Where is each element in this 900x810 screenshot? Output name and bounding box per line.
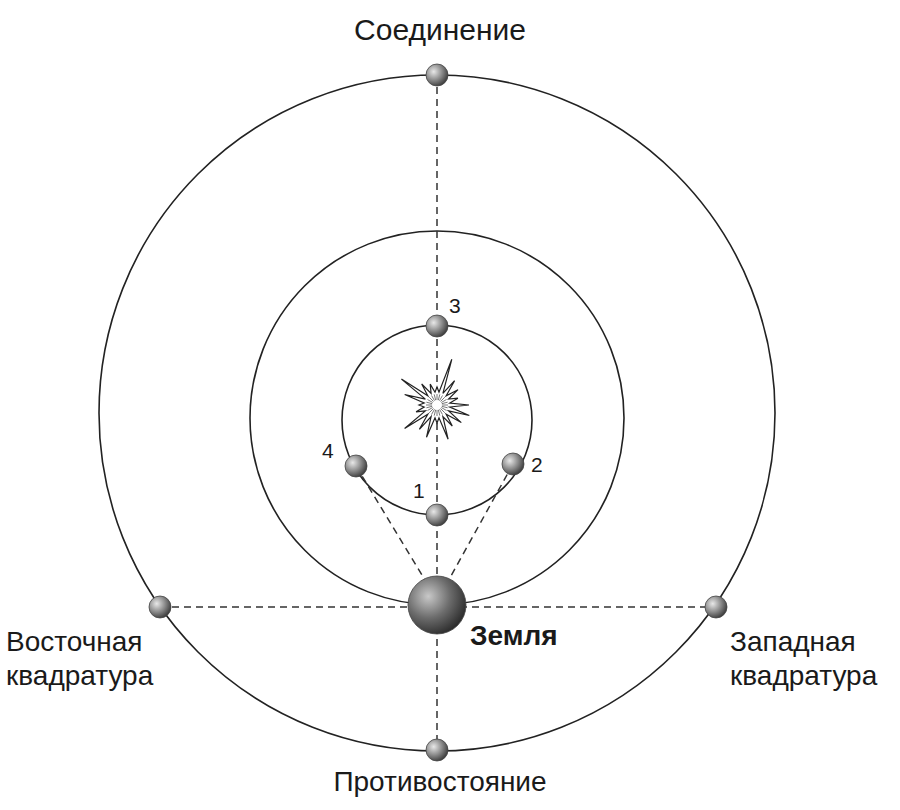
sun-rays xyxy=(401,359,469,439)
planet xyxy=(426,739,448,761)
sight-line xyxy=(446,464,513,585)
callout-number: 2 xyxy=(531,452,543,477)
sun-ray xyxy=(442,402,448,404)
earth-label: Земля xyxy=(470,619,558,653)
sun-symbol xyxy=(401,359,469,439)
sun-ray xyxy=(426,406,432,408)
sun-ray xyxy=(442,406,448,408)
sun-ray xyxy=(438,394,440,400)
sun-ray xyxy=(437,410,438,416)
planet xyxy=(705,596,727,618)
planet xyxy=(502,453,524,475)
sun-ray xyxy=(434,394,436,400)
sight-line xyxy=(356,466,428,585)
sun-ray xyxy=(442,405,448,406)
outer-orbit xyxy=(99,75,775,751)
sun-ray xyxy=(440,409,443,414)
conjunction-label: Соединение xyxy=(354,12,526,48)
sun-ray xyxy=(428,408,433,411)
sun-ray xyxy=(426,402,432,404)
planet xyxy=(426,64,448,86)
sun-ray xyxy=(437,394,438,400)
planet xyxy=(345,455,367,477)
sun-ray xyxy=(434,410,436,416)
callout-number: 1 xyxy=(413,478,425,503)
callout-number: 3 xyxy=(449,293,461,318)
sun-ray xyxy=(438,410,440,416)
sun-ray xyxy=(432,396,435,401)
callout-number: 4 xyxy=(322,438,334,463)
earth xyxy=(408,576,466,634)
east-quadrature-label: Восточная квадратура xyxy=(6,625,186,692)
west-quadrature-label: Западная квадратура xyxy=(730,625,895,692)
sun-ray xyxy=(426,405,432,406)
opposition-label: Противостояние xyxy=(333,765,546,799)
planet xyxy=(149,596,171,618)
planet xyxy=(426,504,448,526)
sun-ray xyxy=(441,400,446,403)
planet xyxy=(426,315,448,337)
